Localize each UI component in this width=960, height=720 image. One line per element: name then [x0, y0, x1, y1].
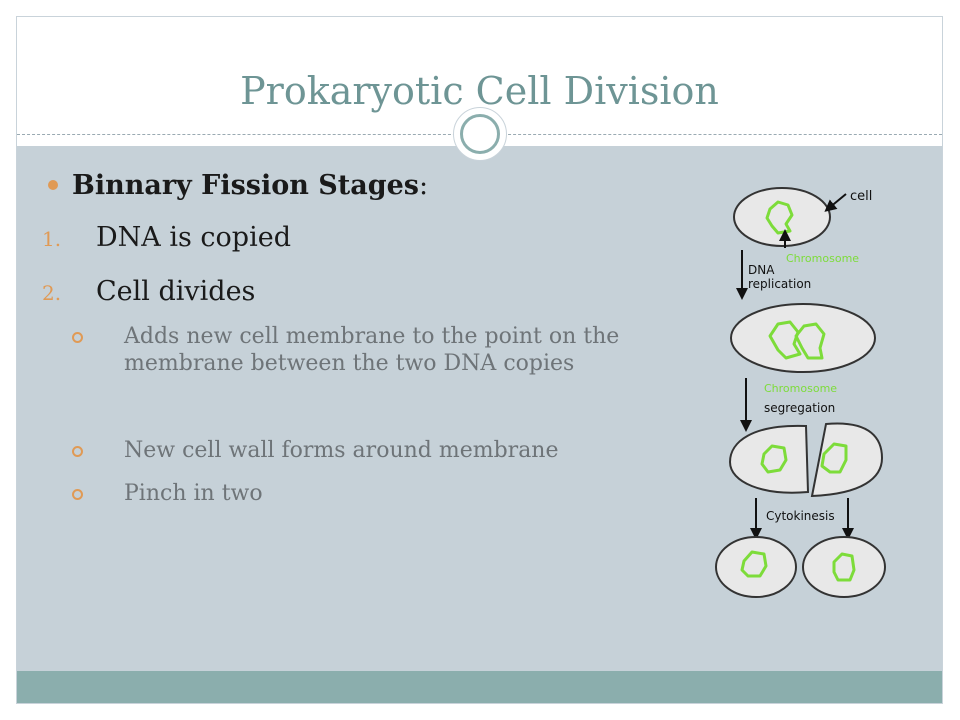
cytokinesis-label: Cytokinesis — [766, 509, 835, 523]
footer-bar — [17, 671, 942, 703]
bullet-dot-icon — [48, 180, 58, 190]
step-item-2: 2. Cell divides — [42, 276, 255, 307]
sub-point-1: Adds new cell membrane to the point on t… — [72, 323, 662, 377]
cell-stage-1 — [733, 187, 831, 247]
dividing-cell-left — [728, 424, 810, 494]
step-text: DNA is copied — [96, 222, 291, 253]
sub-point-text: New cell wall forms around membrane — [124, 438, 559, 463]
slide-title: Prokaryotic Cell Division — [240, 69, 719, 113]
step-number: 1. — [42, 227, 62, 251]
cell-pointer-arrow — [824, 193, 847, 212]
hollow-bullet-icon — [72, 489, 83, 500]
cell-label: cell — [850, 189, 872, 204]
daughter-cell-left — [715, 536, 797, 598]
sub-point-2: New cell wall forms around membrane — [72, 437, 662, 464]
chromosome-label-1: Chromosome — [786, 252, 859, 265]
sub-point-text: Adds new cell membrane to the point on t… — [124, 324, 620, 376]
step-item-1: 1. DNA is copied — [42, 222, 291, 253]
sub-point-text: Pinch in two — [124, 481, 263, 506]
cell-stage-2 — [730, 303, 876, 373]
chromosome-left-daughter — [760, 444, 788, 474]
chromosome-label-2: Chromosome — [764, 382, 837, 395]
heading-colon: : — [419, 170, 429, 201]
segregation-label: segregation — [764, 401, 835, 415]
chromosome-daughter-left — [740, 550, 768, 578]
dna-label: DNA — [748, 263, 775, 277]
chromosome-daughter-right — [832, 552, 856, 582]
divider-circle-ornament — [453, 107, 507, 161]
chromosome-right-daughter — [820, 442, 848, 474]
daughter-cell-right — [802, 536, 886, 598]
chromosome-stage-1 — [765, 200, 794, 235]
circle-ring — [460, 114, 500, 154]
binary-fission-diagram: cell Chromosome DNA replication Chromoso… — [715, 187, 886, 598]
chromosome-copy-1 — [768, 320, 802, 360]
hollow-bullet-icon — [72, 446, 83, 457]
heading-bold-text: Binnary Fission Stages — [72, 170, 419, 201]
hollow-bullet-icon — [72, 332, 83, 343]
main-bullet: Binnary Fission Stages: — [48, 170, 428, 201]
replication-label: replication — [748, 277, 811, 291]
sub-point-3: Pinch in two — [72, 480, 662, 507]
chromosome-copy-2 — [794, 322, 826, 360]
step-text: Cell divides — [96, 276, 256, 307]
step-number: 2. — [42, 281, 62, 305]
